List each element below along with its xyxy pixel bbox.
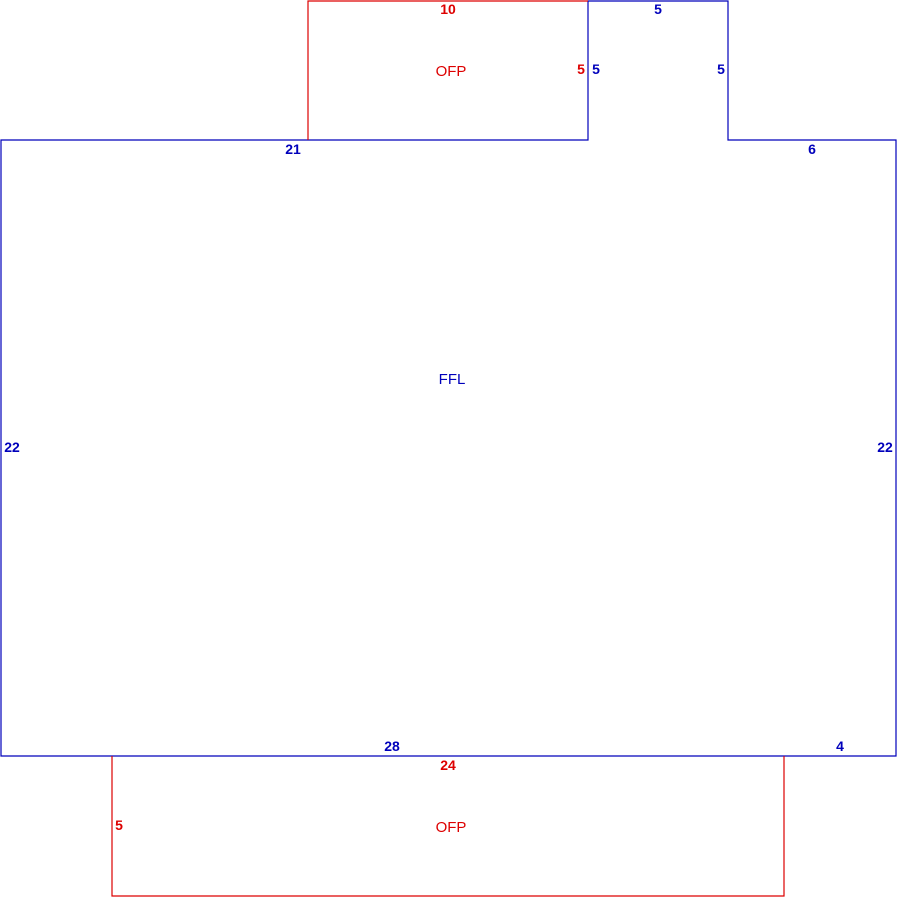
top-porch-outline	[307, 0, 588, 140]
top-porch-label: OFP	[436, 63, 467, 80]
dim-bottom-porch-left: 5	[115, 817, 123, 833]
main-area-label: FFL	[439, 371, 466, 388]
dim-main-right: 22	[877, 439, 893, 455]
dim-main-bump-right-height: 5	[717, 61, 725, 77]
main-area-outline	[0, 0, 897, 757]
dim-bottom-porch-top: 24	[440, 757, 456, 773]
dim-main-top-bump-width: 5	[654, 1, 662, 17]
bottom-porch-label: OFP	[436, 819, 467, 836]
dim-main-top-left: 21	[285, 141, 301, 157]
dim-main-bottom-left: 28	[384, 738, 400, 754]
dim-main-bottom-right: 4	[836, 738, 844, 754]
dim-top-porch-right: 5	[577, 61, 585, 77]
dim-top-porch-top: 10	[440, 1, 456, 17]
bottom-porch-outline	[111, 756, 785, 897]
dim-main-top-right: 6	[808, 141, 816, 157]
dim-main-bump-left-height: 5	[592, 61, 600, 77]
dim-main-left: 22	[4, 439, 20, 455]
